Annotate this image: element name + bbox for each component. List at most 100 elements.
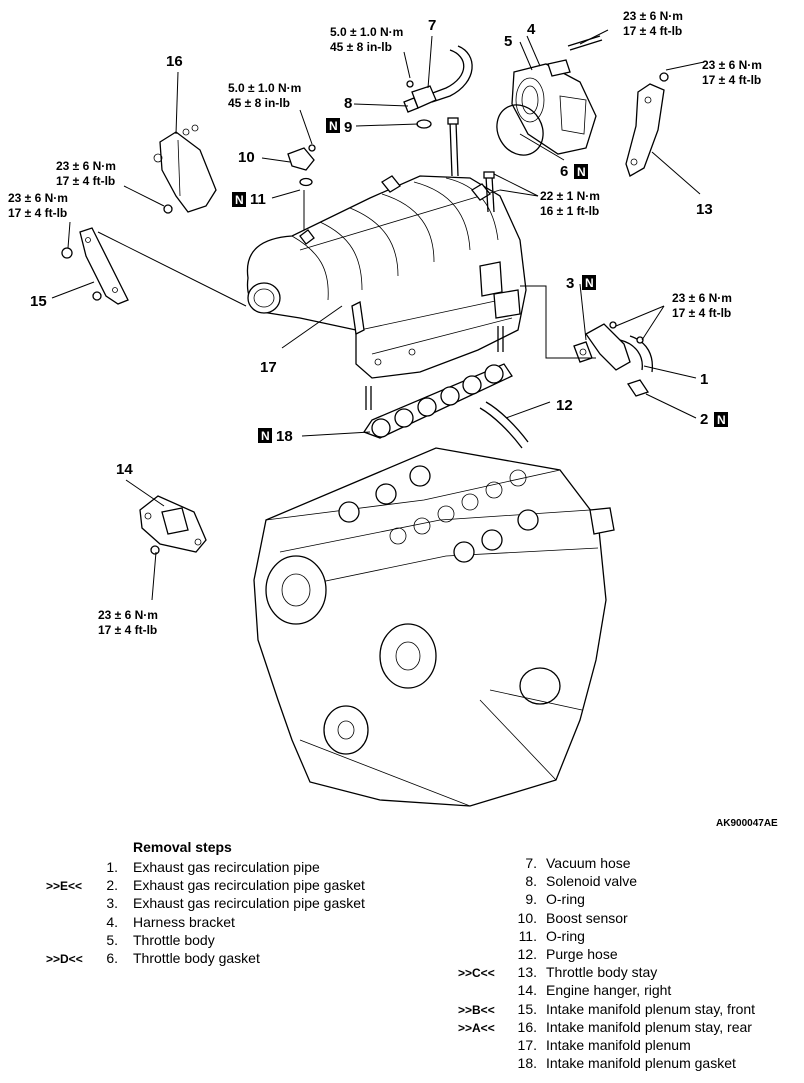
removal-step: >>B<<15.Intake manifold plenum stay, fro…	[400, 1000, 804, 1018]
svg-text:N: N	[235, 193, 244, 207]
svg-text:45 ± 8 in-lb: 45 ± 8 in-lb	[228, 96, 290, 110]
svg-text:N: N	[717, 413, 726, 427]
step-text: Boost sensor	[546, 909, 628, 926]
torque-spec-stay-front: 23 ± 6 N·m 17 ± 4 ft-lb	[8, 191, 68, 220]
step-number: 16.	[517, 1018, 537, 1035]
new-part-markers: N N N N N N	[232, 118, 728, 443]
step-text: O-ring	[546, 927, 585, 944]
step-text: Vacuum hose	[546, 855, 631, 871]
step-number: 12.	[517, 945, 537, 962]
step-note-mark: >>D<<	[46, 951, 83, 966]
step-note-mark: >>C<<	[458, 966, 495, 981]
removal-step: >>A<<16.Intake manifold plenum stay, rea…	[400, 1018, 804, 1036]
callout-11: 11	[250, 191, 266, 208]
throttle-body-stay-drawing	[625, 72, 669, 177]
svg-text:N: N	[261, 429, 270, 443]
n-marker-2: N	[714, 412, 728, 427]
step-note-mark: >>B<<	[458, 1002, 495, 1017]
svg-text:N: N	[577, 165, 586, 179]
step-number: 6.	[106, 949, 118, 966]
removal-step: 10.Boost sensor	[400, 909, 804, 927]
torque-spec-solenoid: 5.0 ± 1.0 N·m 45 ± 8 in-lb	[330, 25, 403, 54]
step-number: 1.	[106, 859, 118, 875]
step-text: Exhaust gas recirculation pipe gasket	[133, 895, 365, 912]
removal-step: 18. Intake manifold plenum gasket	[400, 1054, 804, 1072]
removal-step: 12. Purge hose	[400, 945, 804, 963]
removal-steps-left: 1.Exhaust gas recirculation pipe>>E<<2.E…	[0, 858, 400, 967]
removal-step: 17.Intake manifold plenum	[400, 1036, 804, 1054]
svg-text:17 ± 4 ft-lb: 17 ± 4 ft-lb	[702, 73, 761, 87]
callout-18: 18	[276, 428, 293, 445]
svg-text:5.0 ± 1.0 N·m: 5.0 ± 1.0 N·m	[330, 25, 403, 39]
step-text: Intake manifold plenum gasket	[546, 1055, 736, 1072]
n-marker-18: N	[258, 428, 272, 443]
step-text: Throttle body	[133, 931, 215, 948]
removal-step: 4.Harness bracket	[0, 913, 400, 931]
removal-steps-title: Removal steps	[133, 839, 232, 855]
removal-step: 1.Exhaust gas recirculation pipe	[0, 858, 400, 876]
svg-text:45 ± 8 in-lb: 45 ± 8 in-lb	[330, 40, 392, 54]
callout-5: 5	[504, 33, 512, 50]
callout-8: 8	[344, 95, 352, 112]
intake-plenum-drawing	[246, 175, 527, 379]
torque-spec-throttle-bolt: 23 ± 6 N·m 17 ± 4 ft-lb	[623, 9, 683, 38]
torque-spec-stay-bolt: 23 ± 6 N·m 17 ± 4 ft-lb	[702, 58, 762, 87]
egr-pipe-drawing	[573, 321, 654, 397]
torque-spec-boost-sensor: 5.0 ± 1.0 N·m 45 ± 8 in-lb	[228, 81, 301, 110]
svg-text:17 ± 4 ft-lb: 17 ± 4 ft-lb	[672, 306, 731, 320]
callout-4: 4	[527, 21, 536, 38]
plenum-stay-front-drawing	[61, 227, 129, 305]
plenum-stay-rear-drawing	[153, 124, 217, 214]
engine-block-drawing	[253, 447, 615, 807]
svg-text:23 ± 6 N·m: 23 ± 6 N·m	[623, 9, 683, 23]
step-text: Intake manifold plenum	[546, 1036, 691, 1053]
step-number: 8.	[525, 873, 537, 890]
svg-text:17 ± 4 ft-lb: 17 ± 4 ft-lb	[8, 206, 67, 220]
svg-text:23 ± 6 N·m: 23 ± 6 N·m	[98, 608, 158, 622]
svg-text:17 ± 4 ft-lb: 17 ± 4 ft-lb	[98, 623, 157, 637]
step-text: Harness bracket	[133, 913, 235, 930]
svg-text:23 ± 6 N·m: 23 ± 6 N·m	[702, 58, 762, 72]
n-marker-3: N	[582, 275, 596, 290]
torque-spec-stay-rear: 23 ± 6 N·m 17 ± 4 ft-lb	[56, 159, 116, 188]
removal-step: >>D<<6.Throttle body gasket	[0, 949, 400, 967]
removal-step: 3. Exhaust gas recirculation pipe gasket	[0, 894, 400, 912]
callout-3: 3	[566, 275, 574, 292]
svg-text:N: N	[329, 119, 338, 133]
step-note-mark: >>A<<	[458, 1020, 495, 1035]
step-number: 18.	[517, 1055, 537, 1072]
step-number: 3.	[106, 895, 118, 912]
callout-15: 15	[30, 293, 47, 310]
step-number: 5.	[106, 931, 118, 948]
step-text: Exhaust gas recirculation pipe gasket	[133, 877, 365, 894]
n-marker-9: N	[326, 118, 340, 133]
step-text: Purge hose	[546, 945, 618, 962]
removal-step: 8. Solenoid valve	[400, 872, 804, 890]
studs-drawing	[365, 117, 504, 410]
torque-spec-plenum-stud: 22 ± 1 N·m 16 ± 1 ft-lb	[540, 189, 600, 218]
removal-step: >>E<<2.Exhaust gas recirculation pipe ga…	[0, 876, 400, 894]
n-marker-11: N	[232, 192, 246, 207]
throttle-body-drawing	[496, 35, 603, 156]
callout-6: 6	[560, 163, 568, 180]
step-text: Throttle body stay	[546, 964, 658, 981]
n-marker-6: N	[574, 164, 588, 179]
torque-specs: 23 ± 6 N·m 17 ± 4 ft-lb 23 ± 6 N·m 17 ± …	[8, 9, 762, 637]
step-number: 14.	[517, 982, 537, 999]
callout-13: 13	[696, 201, 713, 218]
exploded-view-diagram: 1 2 3 4 5 6 7 8 9 10 11 12 13 14 15 16 1…	[8, 9, 762, 807]
step-text: Solenoid valve	[546, 873, 638, 890]
removal-step: 7.Vacuum hose	[400, 854, 804, 872]
torque-spec-engine-hanger: 23 ± 6 N·m 17 ± 4 ft-lb	[98, 608, 158, 637]
removal-step: 14.Engine hanger, right	[400, 981, 804, 999]
removal-step: 5. Throttle body	[0, 931, 400, 949]
leader-lines	[51, 29, 705, 601]
step-number: 2.	[106, 877, 118, 894]
svg-text:N: N	[585, 276, 594, 290]
step-number: 11.	[518, 927, 537, 944]
callout-14: 14	[116, 461, 133, 478]
callout-numbers: 1 2 3 4 5 6 7 8 9 10 11 12 13 14 15 16 1…	[30, 17, 713, 478]
callout-2: 2	[700, 411, 708, 428]
svg-text:23 ± 6 N·m: 23 ± 6 N·m	[56, 159, 116, 173]
